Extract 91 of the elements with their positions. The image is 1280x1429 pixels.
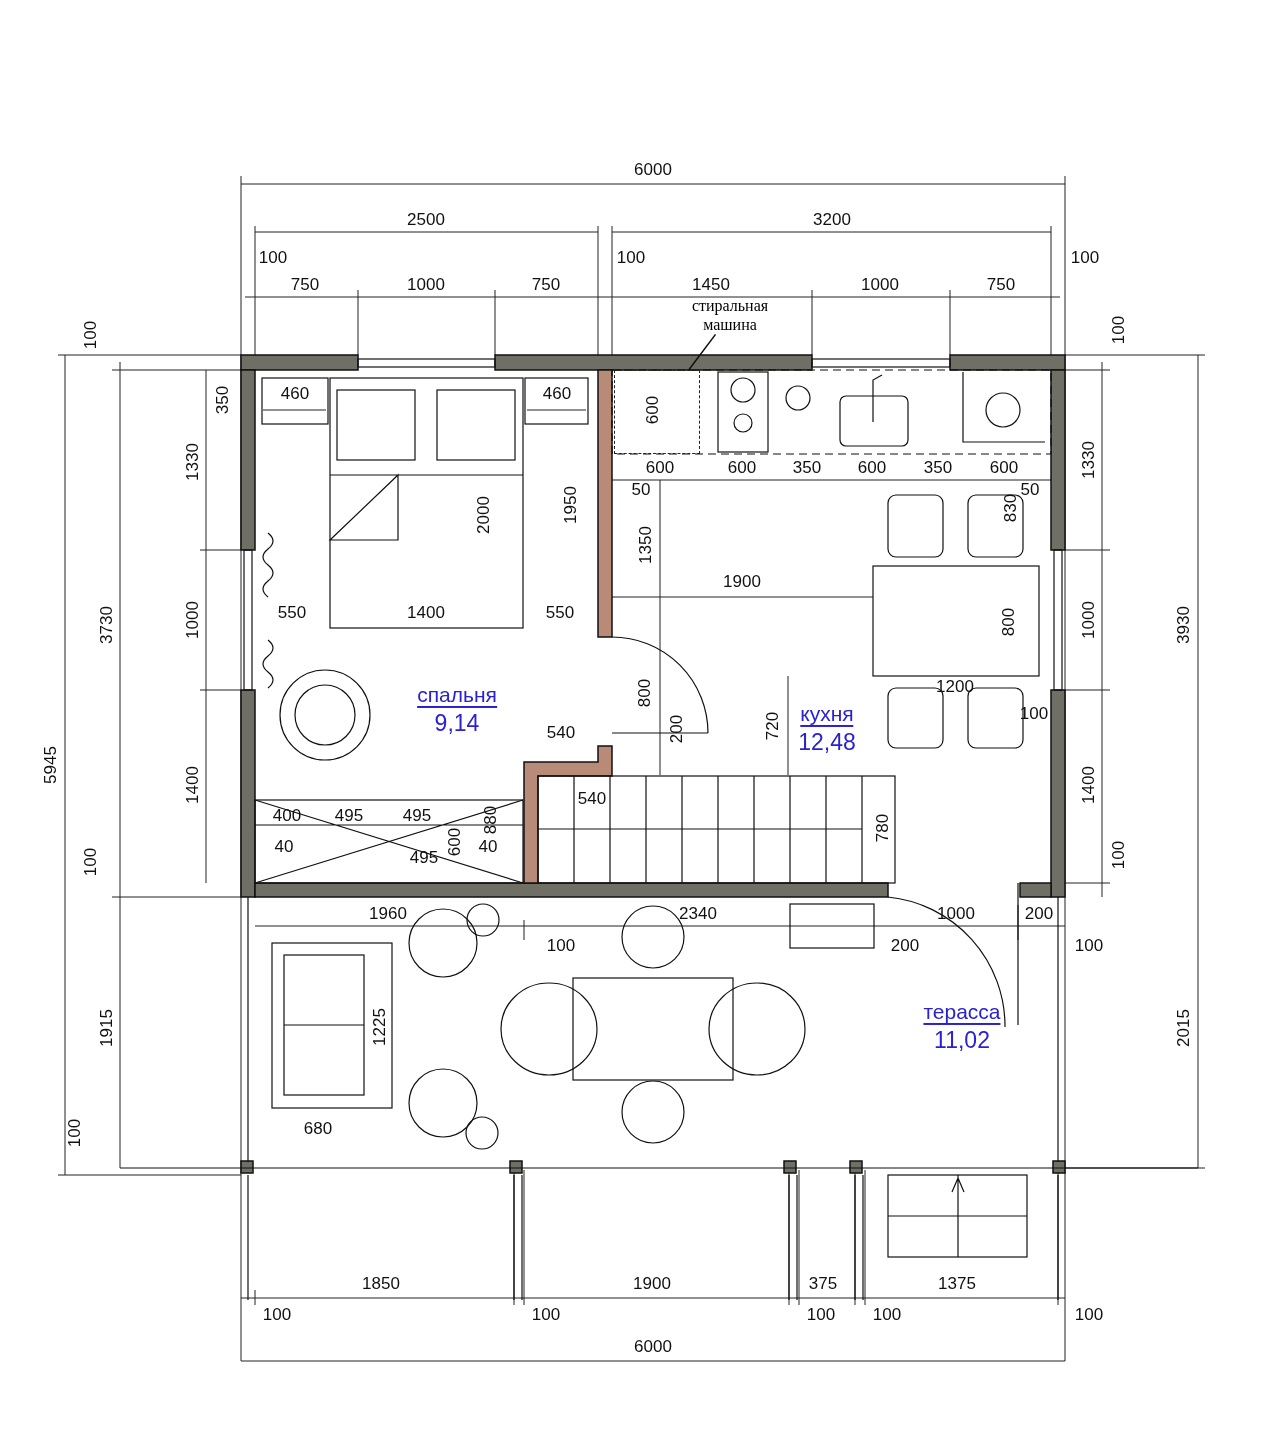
dimension-text: 400: [272, 806, 302, 824]
dimension-text: 1225: [370, 1008, 388, 1046]
dimension-text: 600: [643, 395, 661, 425]
dimension-text: 750: [290, 275, 320, 293]
dimension-text: 750: [531, 275, 561, 293]
dimension-text: 5945: [41, 746, 59, 784]
room-name: кухня: [800, 703, 854, 727]
dimension-text: 350: [213, 385, 231, 415]
dimension-text: 40: [274, 837, 294, 855]
dimension-text: 200: [667, 714, 685, 744]
dimension-text: 600: [989, 458, 1019, 476]
washing-machine: [614, 370, 700, 454]
dimension-text: 1850: [362, 1274, 400, 1292]
dimension-text: 100: [1074, 1305, 1104, 1323]
dimension-text: 100: [616, 248, 646, 266]
dimension-text: 1900: [633, 1274, 671, 1292]
dimension-text: 550: [277, 603, 307, 621]
dimension-text: 1400: [183, 766, 201, 804]
dimension-text: 100: [1074, 936, 1104, 954]
room-name: терасса: [923, 1001, 1001, 1025]
dimension-text: 460: [542, 384, 572, 402]
dimension-text: 6000: [634, 160, 672, 178]
dimension-text: 2000: [474, 496, 492, 534]
dimension-text: 1000: [937, 904, 975, 922]
dimension-text: 50: [631, 480, 651, 498]
dimension-text: 1375: [938, 1274, 976, 1292]
dimension-text: 540: [546, 723, 576, 741]
dimension-text: 600: [445, 827, 463, 857]
dimension-text: 3200: [813, 210, 851, 228]
dimension-text: 540: [577, 789, 607, 807]
dimension-text: 1450: [692, 275, 730, 293]
dimension-text: 350: [923, 458, 953, 476]
dimension-text: 100: [546, 936, 576, 954]
dimension-text: 50: [1020, 480, 1040, 498]
dimension-text: 100: [1109, 315, 1127, 345]
dimension-text: 800: [635, 678, 653, 708]
dimension-text: 680: [303, 1119, 333, 1137]
dimension-text: 100: [1070, 248, 1100, 266]
room-area-value: 11,02: [934, 1028, 990, 1052]
dimension-text: 1330: [183, 443, 201, 481]
dimension-text: 1900: [723, 572, 761, 590]
dimension-text: 750: [986, 275, 1016, 293]
dimension-text: 1000: [407, 275, 445, 293]
dimension-text: 1350: [636, 526, 654, 564]
dimension-text: 1960: [369, 904, 407, 922]
dimension-text: 1000: [183, 601, 201, 639]
dimension-text: 720: [763, 711, 781, 741]
dimension-text: 100: [1109, 840, 1127, 870]
dimension-text: 375: [808, 1274, 838, 1292]
dimension-text: 2340: [679, 904, 717, 922]
dimension-text: 1000: [1079, 601, 1097, 639]
dimension-text: 1400: [407, 603, 445, 621]
dimension-text: 100: [65, 1118, 83, 1148]
dimension-text: 1330: [1079, 441, 1097, 479]
dimension-text: 2015: [1174, 1009, 1192, 1047]
dimension-text: 880: [481, 805, 499, 835]
dimension-text: 100: [872, 1305, 902, 1323]
dimension-text: 200: [1024, 904, 1054, 922]
dimension-text: 200: [890, 936, 920, 954]
dimension-text: 100: [81, 847, 99, 877]
dimension-text: 600: [857, 458, 887, 476]
dimension-text: 1915: [97, 1009, 115, 1047]
dimension-text: 6000: [634, 1337, 672, 1355]
room-name: спальня: [417, 684, 497, 708]
dimension-text: 1400: [1079, 766, 1097, 804]
dimension-text: 100: [262, 1305, 292, 1323]
dimension-text: 495: [334, 806, 364, 824]
dimension-text: 780: [873, 813, 891, 843]
dimension-text: 100: [258, 248, 288, 266]
dimension-text: 800: [999, 607, 1017, 637]
dimension-text: 350: [792, 458, 822, 476]
dimension-text: 3930: [1174, 606, 1192, 644]
dimension-text: 1200: [936, 677, 974, 695]
dimension-text: 40: [478, 837, 498, 855]
dimension-text: 2500: [407, 210, 445, 228]
room-area-value: 9,14: [434, 711, 480, 735]
dimension-text: 100: [806, 1305, 836, 1323]
dimension-text: 460: [280, 384, 310, 402]
dimension-text: 600: [727, 458, 757, 476]
dimension-text: 495: [409, 848, 439, 866]
dimension-text: 1950: [561, 486, 579, 524]
dimension-text: 830: [1001, 493, 1019, 523]
dimension-text: 600: [645, 458, 675, 476]
callout-text: стиральная машина: [678, 296, 782, 335]
dimension-text: 3730: [97, 606, 115, 644]
dimension-text: 1000: [861, 275, 899, 293]
dimension-text: 100: [81, 320, 99, 350]
dimension-text: 550: [545, 603, 575, 621]
dimension-text: 100: [531, 1305, 561, 1323]
dimension-text: 495: [402, 806, 432, 824]
room-area-value: 12,48: [798, 730, 856, 754]
